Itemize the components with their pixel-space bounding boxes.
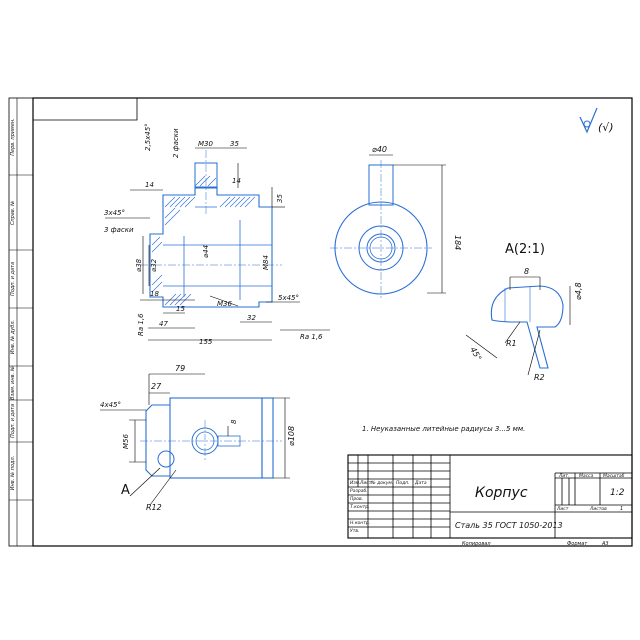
tb-scale-value: 1:2 [610,488,625,498]
dim-detail-angle: 45° [468,346,483,363]
dim-chamfer-left-count: 3 фаски [104,226,134,234]
side-strip-label: Инв. № подл. [10,456,16,491]
dim-47: 47 [159,320,168,328]
dim-m36: M36 [217,300,232,308]
dim-chamfer-top-count: 2 фаски [172,128,180,158]
front-view-dimensions [105,147,330,341]
dim-35-right: 35 [276,194,284,203]
tb-col-list: Лист [359,480,372,486]
tb-role-develop: Разраб. [350,488,368,494]
view-label-a: A [121,483,130,498]
tb-format-value: A3 [601,541,609,547]
tb-col-sign: Подп. [396,480,410,486]
tb-col-izm: Изм. [350,480,361,486]
roughness-ra16-bottom: Ra 1,6 [300,333,323,341]
tb-part-name: Корпус [475,485,528,501]
dim-detail-dia48: ⌀4,8 [574,282,583,300]
dim-dia40: ⌀40 [372,145,387,154]
side-strip-label: Взам. инв. № [10,366,16,400]
dim-dia108: ⌀108 [287,426,296,446]
dim-32: 32 [247,314,256,322]
dim-dia32: ⌀32 [150,258,158,272]
detail-a-dimensions [465,276,571,376]
dim-detail-r1: R1 [506,339,517,348]
dim-chamfer-left: 3x45° [104,209,125,217]
dim-27: 27 [151,382,162,391]
dim-m56: M56 [122,434,130,449]
dim-dia38: ⌀38 [135,258,143,272]
tb-role-tcontrol: Т.контр. [350,504,370,510]
dim-155: 155 [199,338,213,346]
side-strip-label: Инв. № дубл. [10,320,16,354]
tb-role-approve: Утв. [350,528,359,534]
tb-col-scale: Масштаб [603,473,625,479]
tb-copied: Копировал [462,541,491,547]
dim-m84: M84 [262,255,270,270]
dim-79: 79 [175,364,185,373]
tb-col-lit: Лит. [558,473,569,479]
tb-role-check: Пров. [350,496,363,502]
dim-184: 184 [453,235,462,250]
dim-18: 18 [150,290,159,298]
front-view [140,150,282,308]
side-strip-label: Справ. № [10,201,16,225]
tb-sheet: Лист [556,506,569,512]
roughness-ra16-left: Ra 1,6 [137,313,145,336]
dim-top-8: 8 [230,419,238,424]
side-strip-label: Подп. и дата [10,262,16,296]
binding-strip [8,97,34,547]
detail-a [490,285,564,369]
dim-chamfer-right: 5x45° [278,294,299,302]
detail-a-title: A(2:1) [505,242,545,257]
tb-col-doc: № докум. [370,480,393,486]
tb-sheets: Листов [589,506,607,512]
dim-15: 15 [176,305,185,313]
dim-35-top: 35 [230,140,239,148]
dim-detail-8: 8 [524,267,529,276]
tb-material: Сталь 35 ГОСТ 1050-2013 [455,521,563,530]
tb-col-mass: Масса [579,473,594,479]
tb-role-ncontrol: Н.контр. [350,520,370,526]
top-view-dimensions [100,373,290,506]
tb-sheets-value: 1 [620,506,623,512]
side-view-dimensions [369,154,446,294]
side-strip-label: Подп. и дата [10,404,16,438]
roughness-general-icon [579,107,598,134]
tb-col-date: Дата [414,480,427,486]
dim-chamfer-top-view: 4x45° [100,401,121,409]
tb-format: Формат [567,541,588,547]
dim-14-right: 14 [232,177,241,185]
roughness-mark: (√) [598,121,614,134]
technical-note: 1. Неуказанные литейные радиусы 3...5 мм… [362,425,525,433]
side-strip-label: Перв. примен. [10,118,16,156]
dim-m30: M30 [198,140,213,148]
top-view [140,397,282,479]
dim-chamfer-top: 2,5x45° [144,123,152,151]
dim-14-left: 14 [145,181,154,189]
dim-dia44: ⌀44 [202,245,210,258]
frame-border [32,97,633,547]
dim-detail-r2: R2 [534,373,545,382]
dim-r12: R12 [146,503,162,512]
title-block [347,454,633,539]
side-view [330,160,432,300]
